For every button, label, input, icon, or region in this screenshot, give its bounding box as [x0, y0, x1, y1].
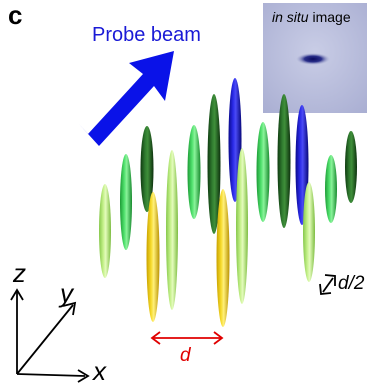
tube-light-green: [99, 184, 111, 278]
tube-yellow: [216, 189, 230, 327]
lattice-tubes-front: [99, 148, 315, 327]
tube-mid-green: [120, 154, 132, 250]
insitu-atom-cloud: [296, 53, 330, 65]
tube-mid-green: [187, 125, 201, 219]
d-half-arrow: [319, 274, 336, 295]
panel-label: c: [8, 0, 23, 30]
tube-light-green: [166, 150, 178, 310]
coordinate-axes: [10, 288, 90, 383]
z-axis-label: z: [13, 258, 26, 288]
tube-light-green: [303, 182, 315, 282]
tube-light-green: [236, 148, 248, 304]
tube-dark-green: [140, 126, 154, 212]
d-spacing-label: d: [180, 345, 191, 366]
insitu-label-rest: image: [308, 9, 351, 25]
tube-mid-green: [256, 122, 270, 222]
y-axis-label: y: [60, 278, 73, 308]
insitu-image: [263, 3, 367, 113]
insitu-label: in situ image: [272, 9, 351, 25]
insitu-label-italic: in situ: [272, 9, 309, 25]
tube-dark-green: [207, 94, 221, 234]
tube-dark-green: [345, 131, 357, 203]
x-axis: [16, 373, 86, 377]
probe-beam-label: Probe beam: [92, 24, 201, 46]
d-half-label: d/2: [338, 273, 365, 294]
tube-yellow: [146, 192, 160, 322]
d-spacing-arrow: [150, 331, 224, 345]
y-axis: [16, 304, 74, 375]
tube-dark-green: [277, 94, 291, 228]
x-axis-label: x: [93, 356, 106, 386]
probe-beam-arrow: [79, 51, 174, 146]
tube-mid-green: [325, 155, 337, 223]
